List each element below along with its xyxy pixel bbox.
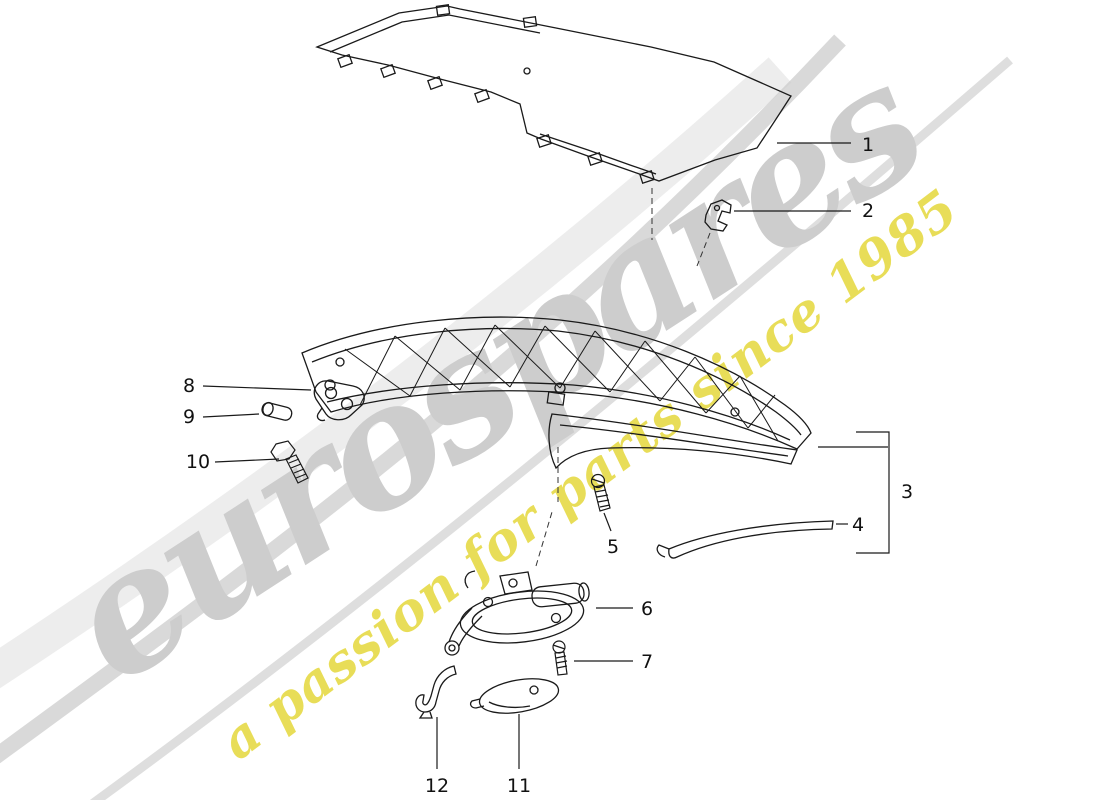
callout-label-9: 9 bbox=[182, 406, 196, 428]
callout-label-7: 7 bbox=[640, 651, 654, 673]
part-8-bracket-drawing bbox=[313, 380, 365, 422]
callout-label-3: 3 bbox=[900, 481, 914, 503]
callout-label-6: 6 bbox=[640, 598, 654, 620]
leader-lines bbox=[202, 142, 890, 769]
part-11-cover-drawing bbox=[469, 678, 560, 714]
callout-label-11: 11 bbox=[506, 775, 532, 797]
callout-label-4: 4 bbox=[851, 514, 865, 536]
callout-label-2: 2 bbox=[861, 200, 875, 222]
part-2-clip-drawing bbox=[704, 199, 732, 232]
callout-label-5: 5 bbox=[606, 536, 620, 558]
part-4-strip-drawing bbox=[656, 520, 834, 559]
assembly-dashed-lines bbox=[535, 188, 711, 567]
part-7-screw-drawing bbox=[552, 640, 568, 676]
part-10-screw-drawing bbox=[270, 440, 309, 484]
part-9-pin-drawing bbox=[261, 401, 293, 421]
part-12-hook-drawing bbox=[415, 665, 457, 719]
callout-label-10: 10 bbox=[185, 451, 211, 473]
part-3-frame-drawing bbox=[301, 316, 812, 470]
callout-label-1: 1 bbox=[861, 134, 875, 156]
callout-label-8: 8 bbox=[182, 375, 196, 397]
part-6-latch-drawing bbox=[444, 570, 590, 656]
callout-label-12: 12 bbox=[424, 775, 450, 797]
part-5-screw-drawing bbox=[590, 473, 611, 512]
part-1-panel-drawing bbox=[315, 3, 792, 184]
